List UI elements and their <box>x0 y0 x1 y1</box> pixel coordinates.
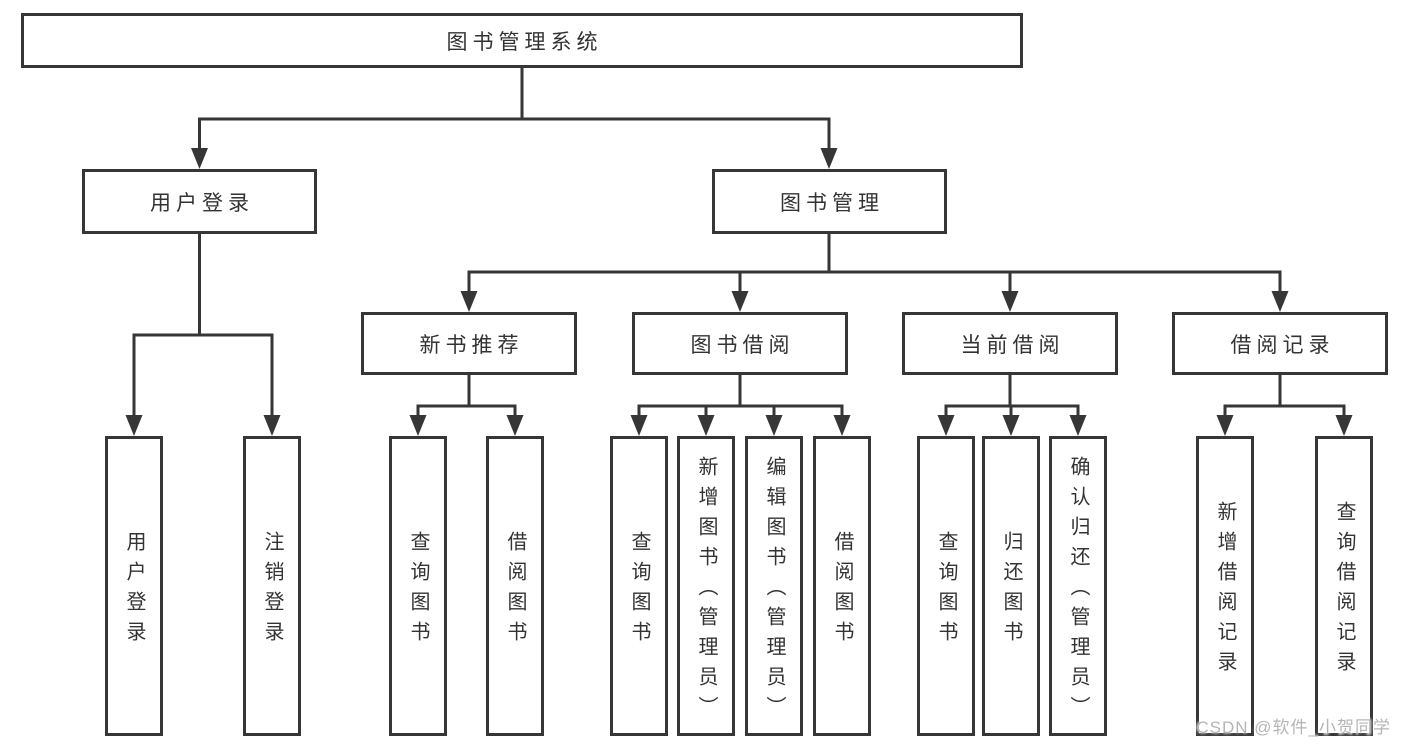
node-cb-confirm-return: 确认归还（管理员） <box>1049 436 1107 736</box>
node-cb-confirm-return-label: 确认归还（管理员） <box>1067 456 1089 726</box>
node-new-book-recommend-label: 新书推荐 <box>419 333 524 357</box>
node-user-login-label: 用户登录 <box>150 191 254 215</box>
connector-root-to-level2 <box>191 68 838 169</box>
node-current-borrowing: 当前借阅 <box>902 312 1118 375</box>
node-br-add-record: 新增借阅记录 <box>1196 436 1254 736</box>
connector-userlogin-to-children <box>125 234 281 436</box>
node-book-borrowing: 图书借阅 <box>632 312 848 375</box>
node-bb-edit-books-label: 编辑图书（管理员） <box>763 456 785 726</box>
node-nb-borrow-books: 借阅图书 <box>486 436 544 736</box>
node-new-book-recommend: 新书推荐 <box>361 312 577 375</box>
node-borrowing-records-label: 借阅记录 <box>1230 333 1335 357</box>
node-borrowing-records: 借阅记录 <box>1172 312 1388 375</box>
node-bb-borrow-books: 借阅图书 <box>813 436 871 736</box>
node-cb-return-books: 归还图书 <box>982 436 1040 736</box>
node-cb-query-books-label: 查询图书 <box>935 531 957 651</box>
connector-current-to-children <box>937 375 1087 436</box>
node-nb-query-books: 查询图书 <box>389 436 447 736</box>
node-nb-borrow-books-label: 借阅图书 <box>504 531 526 651</box>
node-cb-query-books: 查询图书 <box>917 436 975 736</box>
node-root: 图书管理系统 <box>21 13 1023 68</box>
node-bb-add-books: 新增图书（管理员） <box>677 436 735 736</box>
node-bb-query-books-label: 查询图书 <box>628 531 650 651</box>
node-logout-label: 注销登录 <box>261 531 283 651</box>
node-bb-edit-books: 编辑图书（管理员） <box>745 436 803 736</box>
node-book-management-label: 图书管理 <box>780 191 884 215</box>
connector-newbook-to-children <box>409 375 524 436</box>
node-bb-borrow-books-label: 借阅图书 <box>831 531 853 651</box>
node-br-query-record: 查询借阅记录 <box>1315 436 1373 736</box>
node-login-label: 用户登录 <box>123 531 145 651</box>
node-bb-add-books-label: 新增图书（管理员） <box>695 456 717 726</box>
node-root-label: 图书管理系统 <box>446 30 603 54</box>
node-book-management: 图书管理 <box>712 169 947 234</box>
node-login: 用户登录 <box>105 436 163 736</box>
node-br-query-record-label: 查询借阅记录 <box>1333 501 1355 681</box>
node-br-add-record-label: 新增借阅记录 <box>1214 501 1236 681</box>
connector-borrowing-to-children <box>630 375 851 436</box>
csdn-watermark: CSDN @软件_小贺同学 <box>1196 718 1391 737</box>
connector-bookmgmt-to-level3 <box>460 234 1289 312</box>
node-user-login: 用户登录 <box>82 169 317 234</box>
node-book-borrowing-label: 图书借阅 <box>690 333 795 357</box>
node-logout: 注销登录 <box>243 436 301 736</box>
node-bb-query-books: 查询图书 <box>610 436 668 736</box>
node-nb-query-books-label: 查询图书 <box>407 531 429 651</box>
node-current-borrowing-label: 当前借阅 <box>960 333 1065 357</box>
connector-records-to-children <box>1216 375 1353 436</box>
node-cb-return-books-label: 归还图书 <box>1000 531 1022 651</box>
